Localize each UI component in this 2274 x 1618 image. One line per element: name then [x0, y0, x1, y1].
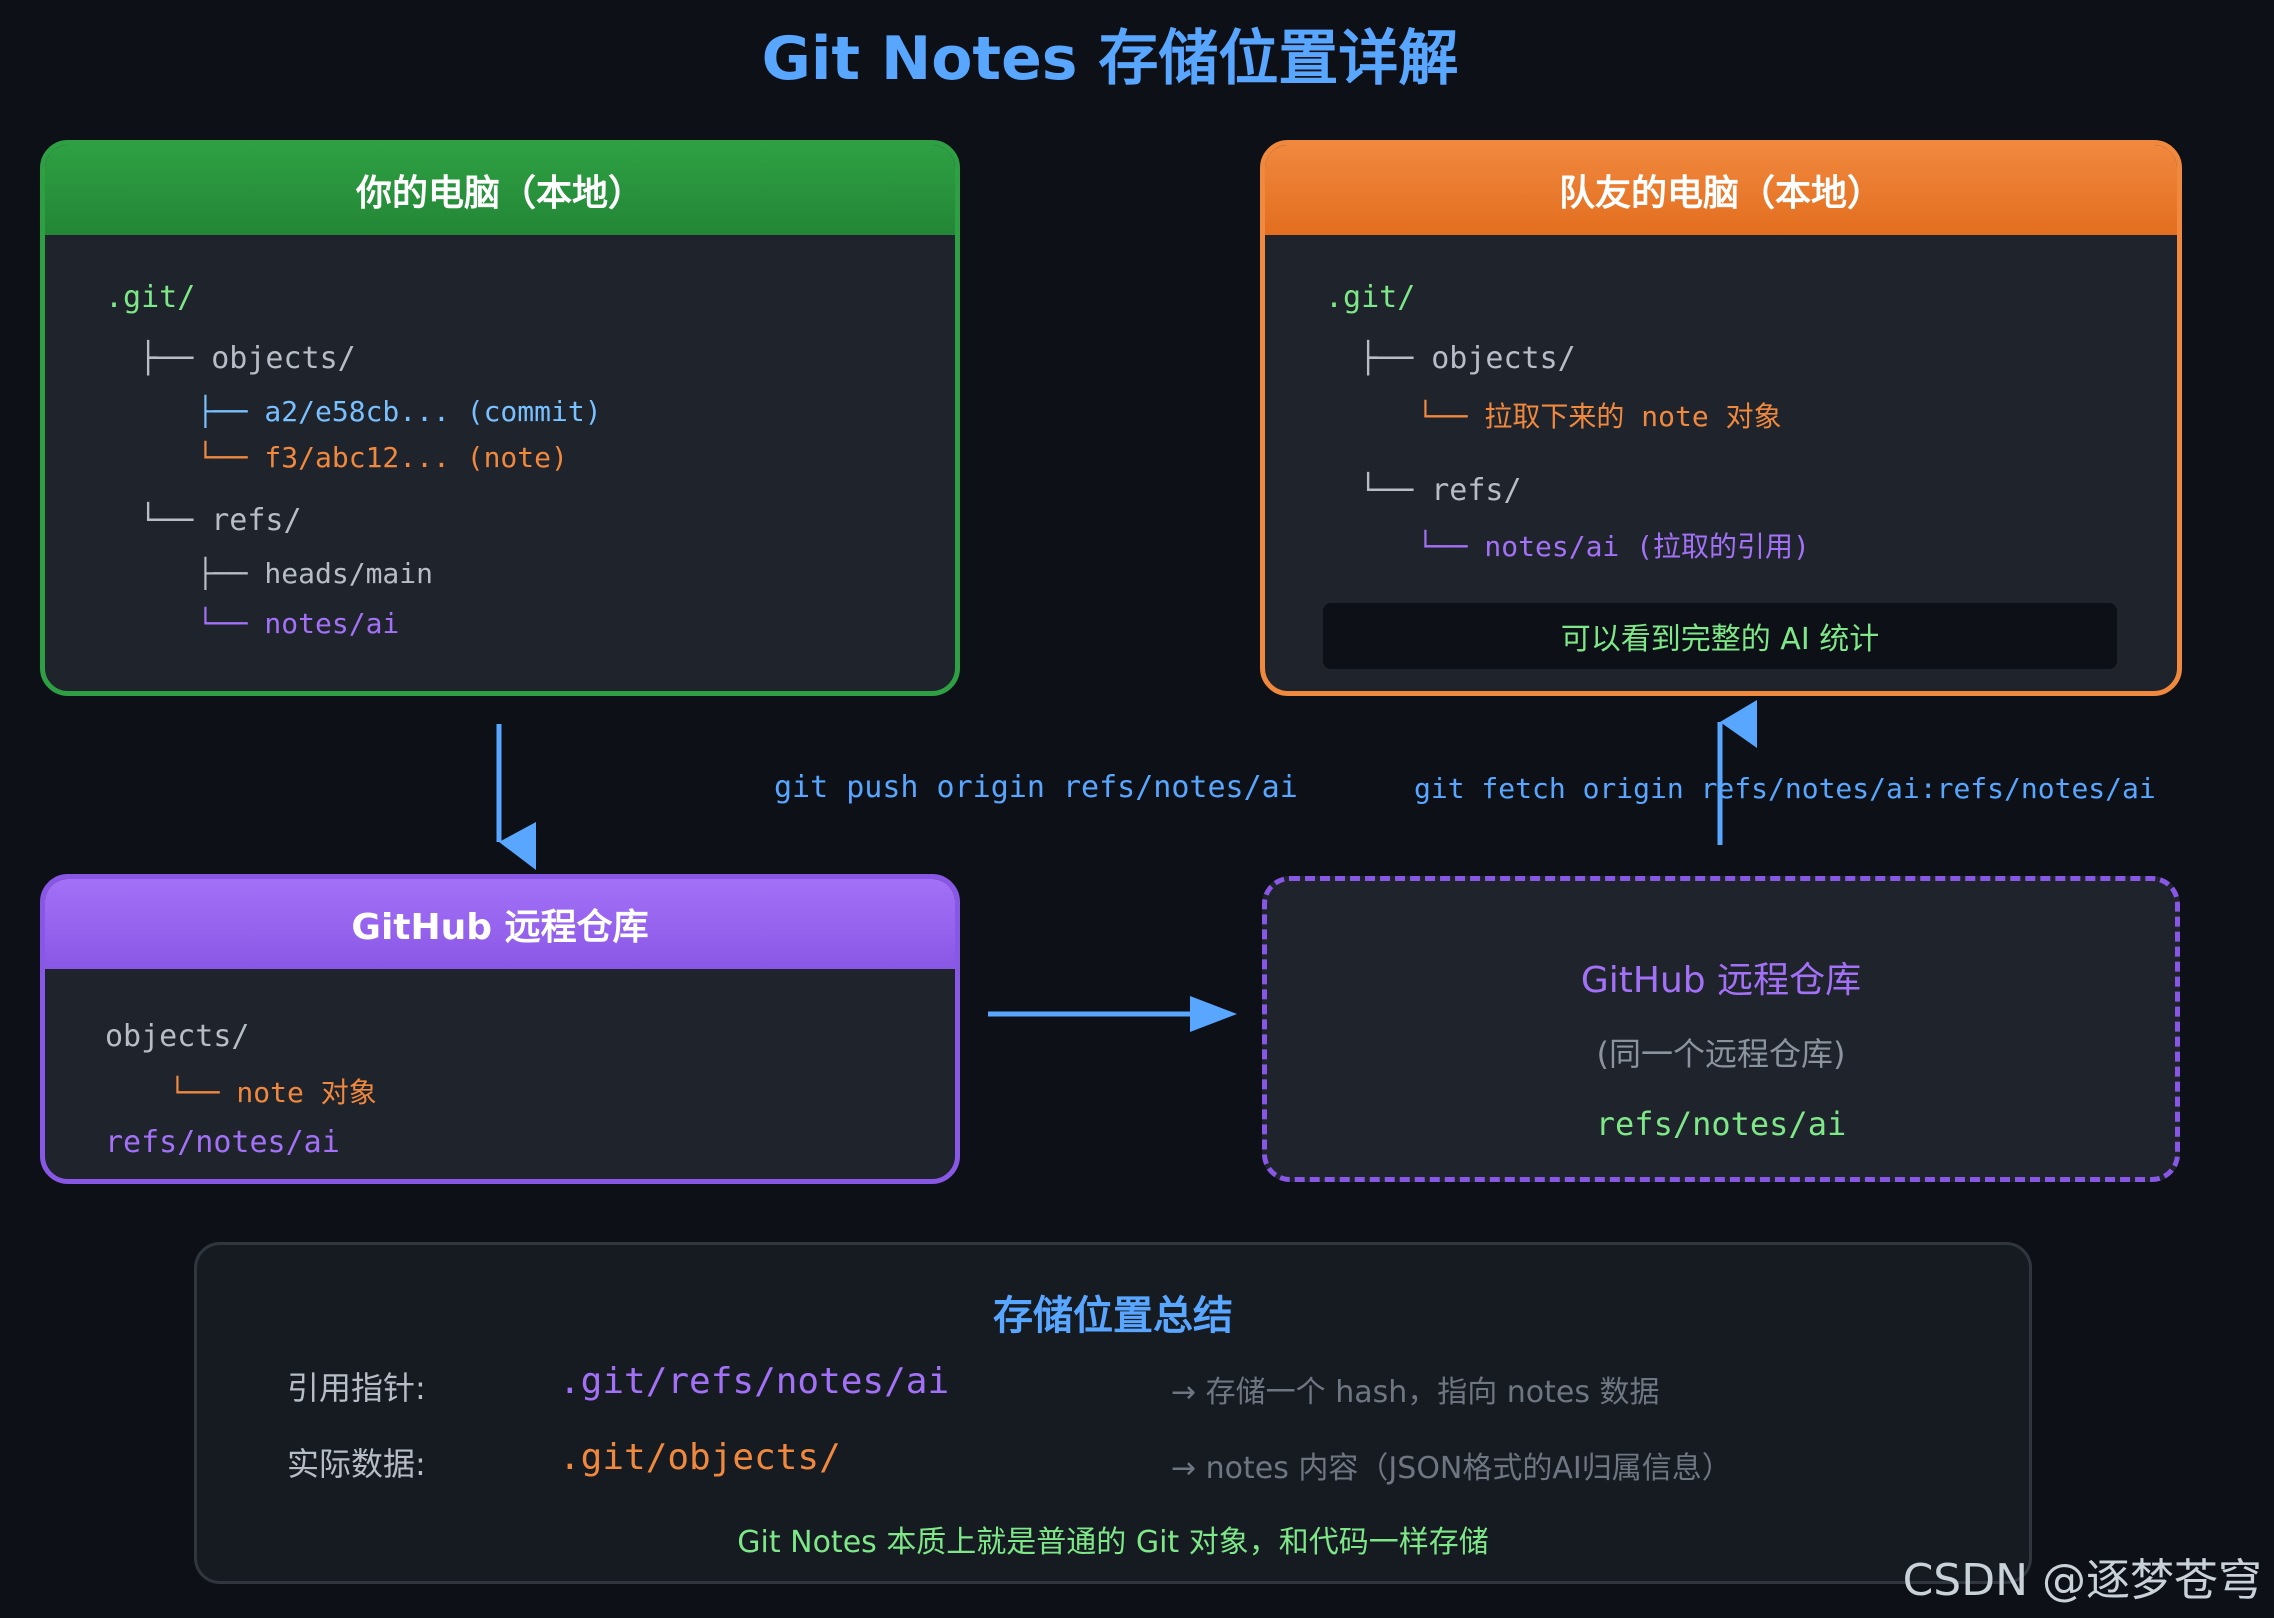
push-command: git push origin refs/notes/ai — [774, 770, 1298, 805]
mate-objects-dir: ├── objects/ — [1359, 341, 1576, 376]
local-refs-dir: └── refs/ — [139, 503, 302, 538]
github-remote-box: GitHub 远程仓库 objects/ └── note 对象 refs/no… — [40, 874, 960, 1184]
push-down-arrow — [496, 724, 536, 870]
local-commit-object: ├── a2/e58cb... (commit) — [197, 395, 602, 428]
summary-title: 存储位置总结 — [993, 1293, 1233, 1339]
ai-stats-banner: 可以看到完整的 AI 统计 — [1323, 603, 2117, 669]
mate-fetched-note-object: └── 拉取下来的 note 对象 — [1417, 400, 1782, 433]
remote-notes-ref: refs/notes/ai — [105, 1125, 340, 1160]
fetch-up-arrow — [1717, 700, 1757, 845]
push-right-arrow — [988, 996, 1237, 1032]
remote2-subtitle: (同一个远程仓库) — [1596, 1035, 1846, 1073]
local-notes-ai: └── notes/ai — [197, 607, 400, 640]
summary-footer: Git Notes 本质上就是普通的 Git 对象，和代码一样存储 — [737, 1525, 1489, 1560]
remote-note-object: └── note 对象 — [169, 1076, 377, 1109]
remote-objects-dir: objects/ — [105, 1019, 250, 1054]
summary-data-path: .git/objects/ — [559, 1437, 841, 1478]
page-title: Git Notes 存储位置详解 — [761, 24, 1459, 94]
summary-data-label: 实际数据: — [287, 1445, 426, 1483]
local-heads-main: ├── heads/main — [197, 557, 434, 590]
summary-ref-label: 引用指针: — [287, 1369, 426, 1407]
local-computer-box: 你的电脑（本地） .git/ ├── objects/ ├── a2/e58cb… — [40, 140, 960, 696]
summary-ref-path: .git/refs/notes/ai — [559, 1361, 950, 1402]
mate-refs-dir: └── refs/ — [1359, 473, 1522, 508]
remote-box-header: GitHub 远程仓库 — [45, 879, 955, 969]
local-objects-dir: ├── objects/ — [139, 341, 356, 376]
local-git-dir: .git/ — [105, 280, 196, 315]
summary-ref-desc: → 存储一个 hash，指向 notes 数据 — [1171, 1375, 1660, 1410]
remote2-ref: refs/notes/ai — [1595, 1105, 1847, 1143]
mate-git-dir: .git/ — [1325, 280, 1416, 315]
local-box-header: 你的电脑（本地） — [45, 145, 955, 235]
watermark: CSDN @逐梦苍穹 — [1902, 1555, 2262, 1606]
summary-data-desc: → notes 内容（JSON格式的AI归属信息） — [1171, 1451, 1732, 1486]
local-note-object: └── f3/abc12... (note) — [197, 441, 568, 474]
fetch-command: git fetch origin refs/notes/ai:refs/note… — [1414, 772, 2156, 805]
remote2-title: GitHub 远程仓库 — [1580, 960, 1862, 1001]
summary-panel: 存储位置总结 引用指针: .git/refs/notes/ai → 存储一个 h… — [194, 1242, 2032, 1584]
teammate-computer-box: 队友的电脑（本地） .git/ ├── objects/ └── 拉取下来的 n… — [1260, 140, 2182, 696]
teammate-box-header: 队友的电脑（本地） — [1265, 145, 2177, 235]
github-remote-box-same: GitHub 远程仓库 (同一个远程仓库) refs/notes/ai — [1262, 876, 2180, 1182]
mate-notes-ai: └── notes/ai (拉取的引用) — [1417, 530, 1810, 563]
